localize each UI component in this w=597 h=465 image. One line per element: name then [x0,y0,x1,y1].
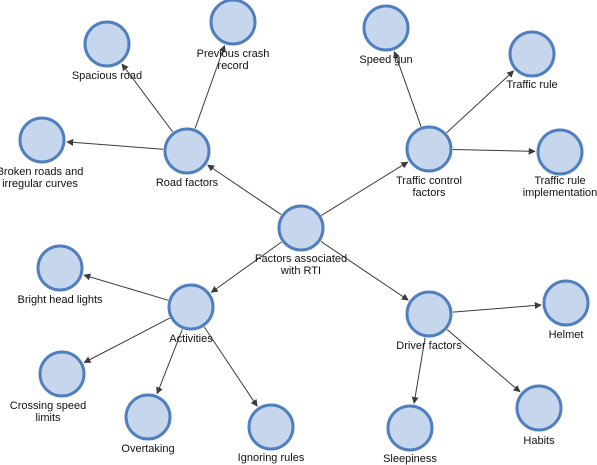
arrow-driver-to-habits [446,329,521,393]
nodes-layer [18,0,590,452]
arrow-road-to-spacious [121,63,174,133]
node-sleepiness-label: Sleepiness [383,453,437,465]
arrow-center-to-driver [320,240,409,301]
node-activities-label-line: Activities [169,333,213,345]
arrow-activities-to-overtaking [156,329,183,395]
node-driver-circle [405,290,453,338]
node-ruleimpl-label-line: implementation [523,187,597,199]
node-spacious-circle [83,20,131,68]
node-ignoring-label: Ignoring rules [238,452,305,464]
arrow-traffic-to-ruleimpl [452,147,536,155]
node-crossing-label-line: Crossing speed [10,400,86,412]
node-habits-label-line: Habits [523,435,555,447]
node-crash-label-line: record [217,60,248,72]
node-overtaking-label-line: Overtaking [121,443,174,455]
node-spacious-label-line: Spacious road [72,70,142,82]
node-center-label-line: Factors associated [255,253,347,265]
node-broken-label-line: irregular curves [2,178,78,190]
node-crossing-label-line: limits [35,412,61,424]
node-sleepiness-label-line: Sleepiness [383,453,437,465]
node-activities-label: Activities [169,333,213,345]
node-ruleimpl-label-line: Traffic rule [534,175,585,187]
node-crossing-circle [38,350,86,398]
node-rule-label: Traffic rule [506,79,557,91]
arrow-center-to-activities [210,241,282,293]
node-traffic-circle [405,125,453,173]
node-headlights-label: Bright head lights [18,294,103,306]
node-habits-label: Habits [523,435,555,447]
node-helmet-circle [542,279,590,327]
node-road-label: Road factors [156,177,219,189]
arrow-traffic-to-rule [446,70,515,134]
arrow-activities-to-headlights [83,273,169,301]
node-helmet-label-line: Helmet [549,329,584,341]
arrow-center-to-road [207,164,282,216]
node-speedgun-circle [362,4,410,52]
node-rule-circle [508,30,556,78]
node-ignoring-circle [247,403,295,451]
node-center-circle [277,204,325,252]
node-road-circle [163,127,211,175]
node-sleepiness-circle [386,404,434,452]
node-habits-circle [515,384,563,432]
arrow-center-to-traffic [321,161,409,216]
node-driver-label-line: Driver factors [396,340,462,352]
node-overtaking-label: Overtaking [121,443,174,455]
node-center-label-line: with RTI [280,265,321,277]
arrow-driver-to-sleepiness [411,337,426,404]
edges-layer [66,44,542,407]
node-rule-label-line: Traffic rule [506,79,557,91]
node-ruleimpl-circle [536,128,584,176]
node-headlights-label-line: Bright head lights [18,294,103,306]
node-crash-circle [209,0,257,46]
arrow-activities-to-ignoring [203,326,258,407]
arrow-road-to-crash [194,44,226,129]
node-spacious-label: Spacious road [72,70,142,82]
node-traffic-label-line: factors [412,187,446,199]
node-crash-label-line: Previous crash [197,48,270,60]
arrow-road-to-broken [66,138,164,150]
node-speedgun-label-line: Speed gun [359,54,412,66]
arrow-driver-to-helmet [452,302,542,313]
node-helmet-label: Helmet [549,329,584,341]
node-traffic-label-line: Traffic control [396,175,462,187]
node-overtaking-circle [124,393,172,441]
arrow-traffic-to-speedgun [393,50,422,127]
node-broken-circle [18,116,66,164]
node-broken-label-line: Broken roads and [0,166,83,178]
arrow-activities-to-crossing [83,317,170,363]
node-activities-circle [167,283,215,331]
node-ignoring-label-line: Ignoring rules [238,452,305,464]
node-speedgun-label: Speed gun [359,54,412,66]
node-driver-label: Driver factors [396,340,462,352]
node-headlights-circle [36,244,84,292]
node-road-label-line: Road factors [156,177,219,189]
